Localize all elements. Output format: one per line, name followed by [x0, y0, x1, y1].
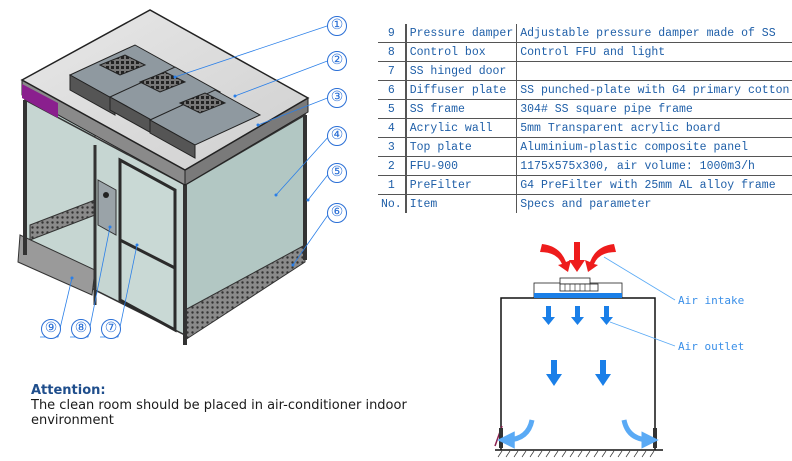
row-no: 9: [387, 26, 395, 40]
row-item: Acrylic wall: [404, 118, 517, 138]
row-spec: Aluminium-plastic composite panel: [516, 137, 792, 157]
row-item: Top plate: [404, 137, 517, 157]
intake-arrows: [540, 242, 616, 272]
outlet-leader: [609, 321, 676, 347]
row-spec: 304# SS square pipe frame: [516, 99, 792, 119]
row-item: Diffuser plate: [404, 80, 517, 100]
row-no: 5: [387, 102, 395, 116]
brand-label: [22, 84, 58, 118]
attention-title: Attention:: [31, 383, 106, 398]
header-no: No.: [381, 197, 402, 211]
air-outlet-label: Air outlet: [678, 340, 744, 353]
ss-hinged-door: [118, 157, 177, 333]
row-spec: 5mm Transparent acrylic board: [516, 118, 792, 138]
callout-8: ⑧: [71, 319, 91, 339]
row-item: PreFilter: [404, 175, 517, 195]
ffu-fan: [559, 277, 591, 285]
diffuser-left: [499, 428, 503, 448]
attention-body: The clean room should be placed in air-c…: [31, 398, 407, 428]
callout-3: ③: [327, 88, 347, 108]
intake-arrow-right: [585, 244, 616, 272]
callout-6: ⑥: [327, 203, 347, 223]
row-no: 6: [387, 83, 395, 97]
clean-booth-isometric-drawing: [17, 9, 345, 345]
table-row: 7 SS hinged door: [378, 61, 792, 81]
row-no: 4: [387, 121, 395, 135]
outlet-arrow-3: [600, 306, 613, 325]
row-spec: Control FFU and light: [516, 42, 792, 62]
pressure-damper: [17, 234, 96, 296]
floor-hatching: [497, 450, 655, 458]
row-no: 3: [387, 140, 395, 154]
row-spec: G4 PreFilter with 25mm AL alloy frame: [516, 175, 792, 195]
airflow-diagram: Air intake Air outlet: [494, 242, 744, 458]
row-no: 7: [387, 64, 395, 78]
callout-2: ②: [327, 51, 347, 71]
diffuser-right: [653, 428, 657, 448]
ffu-units: [68, 44, 262, 159]
return-arrow-left: [497, 419, 535, 449]
callout-4: ④: [327, 126, 347, 146]
header-spec: Specs and parameter: [516, 194, 792, 213]
row-item: FFU-900: [404, 156, 517, 176]
row-no: 1: [387, 178, 395, 192]
air-intake-label: Air intake: [678, 294, 744, 307]
row-item: Pressure damper: [404, 24, 517, 43]
row-item: Control box: [404, 42, 517, 62]
intake-arrow-center: [569, 242, 585, 272]
header-item: Item: [404, 194, 517, 213]
outlet-arrow-5: [595, 360, 611, 386]
row-spec: [516, 61, 792, 81]
row-item: SS frame: [404, 99, 517, 119]
row-no: 8: [387, 45, 395, 59]
row-spec: Adjustable pressure damper made of SS: [516, 24, 792, 43]
outlet-arrow-1: [542, 306, 555, 325]
callout-5: ⑤: [327, 163, 347, 183]
outlet-arrow-4: [546, 360, 562, 386]
callout-7: ⑦: [101, 319, 121, 339]
intake-leader: [603, 256, 676, 301]
callout-1: ①: [327, 16, 347, 36]
row-no: 2: [387, 159, 395, 173]
row-item: SS hinged door: [404, 61, 517, 81]
outlet-arrow-2: [571, 306, 584, 325]
intake-arrow-left: [540, 244, 571, 272]
control-box: [97, 179, 117, 236]
return-arrow-right: [621, 419, 659, 449]
row-spec: 1175x575x300, air volume: 1000m3/h: [516, 156, 792, 176]
ffu-filter: [534, 293, 622, 298]
callout-9: ⑨: [41, 319, 61, 339]
row-spec: SS punched-plate with G4 primary cotton: [516, 80, 792, 100]
outlet-arrows: [542, 306, 613, 386]
attention-note: Attention: The clean room should be plac…: [31, 383, 421, 428]
